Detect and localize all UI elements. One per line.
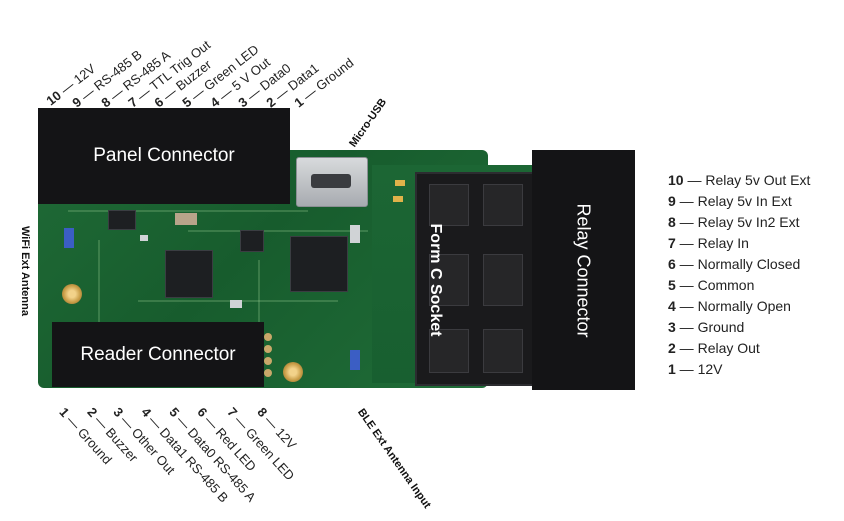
micro-usb-port <box>296 157 368 207</box>
wifi-antenna-connector <box>62 284 82 304</box>
relay-pin: 8 — Relay 5v In2 Ext <box>668 214 800 230</box>
relay-pin: 1 — 12V <box>668 361 723 377</box>
form-c-socket-label: Form C Socket <box>427 223 444 337</box>
relay-connector: Relay Connector <box>532 150 635 390</box>
relay-pin: 3 — Ground <box>668 319 745 335</box>
ble-antenna-chip <box>350 350 360 370</box>
wifi-antenna-label: WiFi Ext Antenna <box>19 226 31 316</box>
wifi-antenna-chip <box>64 228 74 248</box>
radio-module-chip <box>290 236 348 292</box>
relay-pin: 7 — Relay In <box>668 235 749 251</box>
relay-pin: 10 — Relay 5v Out Ext <box>668 172 811 188</box>
relay-pin: 9 — Relay 5v In Ext <box>668 193 792 209</box>
panel-connector-label: Panel Connector <box>93 145 235 166</box>
relay-pin: 2 — Relay Out <box>668 340 760 356</box>
relay-pin: 4 — Normally Open <box>668 298 791 314</box>
ble-antenna-connector <box>283 362 303 382</box>
relay-pin-legend: 10 — Relay 5v Out Ext 9 — Relay 5v In Ex… <box>668 170 810 380</box>
relay-connector-label: Relay Connector <box>574 202 595 338</box>
relay-pin: 6 — Normally Closed <box>668 256 801 272</box>
microcontroller-chip <box>165 250 213 298</box>
micro-usb-label: Micro-USB <box>347 96 390 150</box>
small-chip <box>108 210 136 230</box>
panel-connector: Panel Connector <box>38 108 290 204</box>
reader-connector: Reader Connector <box>52 322 264 387</box>
relay-pin: 5 — Common <box>668 277 755 293</box>
ble-antenna-label: BLE Ext Antenna Input <box>355 406 434 511</box>
reader-connector-label: Reader Connector <box>80 343 236 365</box>
small-chip <box>240 230 264 252</box>
